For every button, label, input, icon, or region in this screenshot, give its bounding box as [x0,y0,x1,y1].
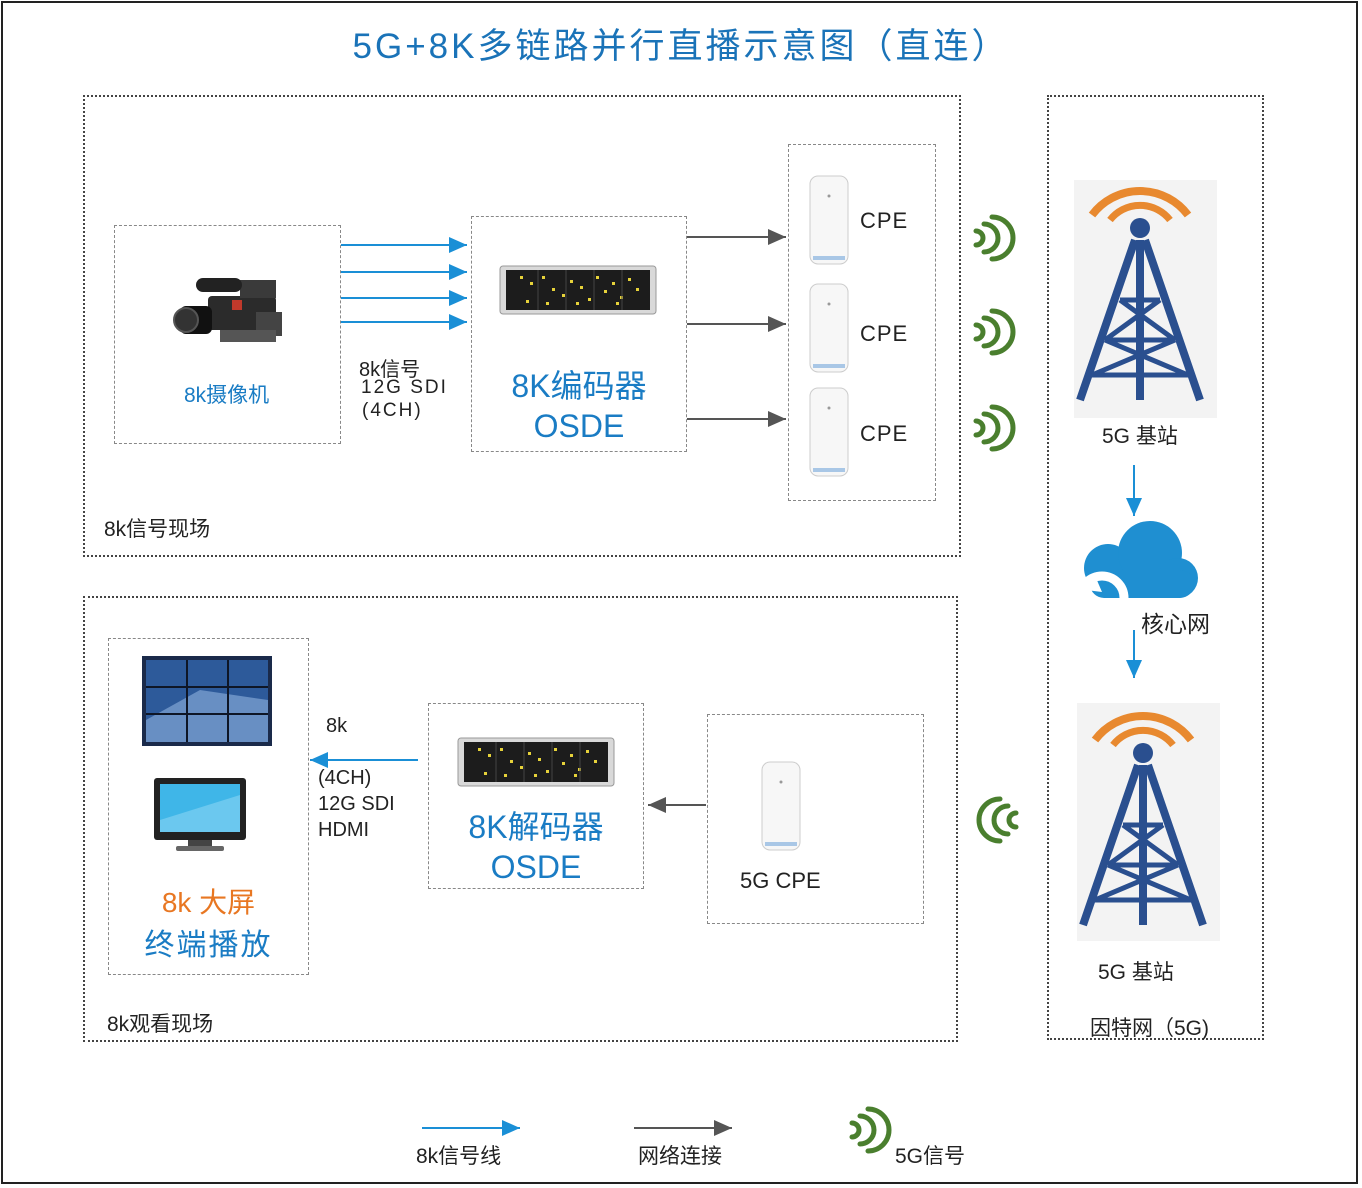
screen-box [108,638,309,975]
base-station-bottom-label: 5G 基站 [1098,961,1174,984]
internet-label: 因特网（5G) [1090,1017,1210,1040]
camera-box [114,225,341,444]
signal-site-label: 8k信号现场 [104,518,211,541]
page-title: 5G+8K多链路并行直播示意图（直连） [352,27,1010,66]
screen-title: 终端播放 [144,929,273,962]
cpe-5g-label: 5G CPE [740,868,821,893]
output-channels-label: (4CH) [318,767,372,789]
viewing-site-label: 8k观看现场 [107,1013,214,1036]
signal-interface-label: 12G SDI [361,377,448,398]
core-network-label: 核心网 [1141,611,1210,637]
signal-channels-label: (4CH) [362,400,423,421]
decoder-box [428,703,644,889]
base-station-top-label: 5G 基站 [1102,425,1178,448]
decoder-model: OSDE [490,849,582,885]
cpe-label-1: CPE [860,208,909,233]
encoder-box [471,216,687,452]
output-sdi-label: 12G SDI [318,793,395,815]
output-hdmi-label: HDMI [318,819,370,841]
signal-site-region [83,95,961,557]
internet-region [1047,95,1264,1040]
signal-type-label: 8k信号 [359,359,421,381]
encoder-title: 8K编码器 [511,368,647,404]
encoder-model: OSDE [533,408,625,444]
legend-network-label: 网络连接 [638,1145,722,1168]
cpe-label-3: CPE [860,421,909,446]
camera-label: 8k摄像机 [184,384,270,407]
cpe-label-2: CPE [860,321,909,346]
legend-signal-line-label: 8k信号线 [416,1145,502,1168]
viewing-site-region [83,596,958,1042]
cpe-group-box [788,144,936,501]
output-8k-label: 8k [326,715,348,737]
legend-5g-signal-label: 5G信号 [895,1145,966,1168]
cpe-5g-box [707,714,924,924]
screen-size-label: 8k 大屏 [161,887,256,918]
decoder-title: 8K解码器 [468,809,604,845]
